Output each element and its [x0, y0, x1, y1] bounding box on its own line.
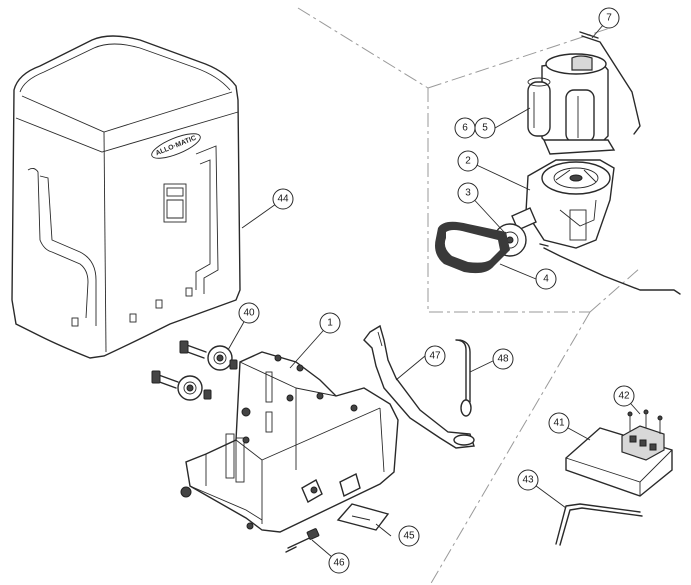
sprocket-assemblies [151, 340, 238, 401]
callout-label: 45 [403, 531, 415, 542]
callout-label: 43 [522, 475, 534, 486]
callout-43: 43 [517, 469, 539, 491]
section-divider-lines [297, 7, 641, 585]
control-board [565, 409, 673, 497]
plate-and-bolt [285, 503, 390, 553]
callout-1: 1 [319, 312, 341, 334]
cover-housing: ALLO·MATIC [11, 35, 241, 359]
callout-3: 3 [457, 182, 479, 204]
callout-4: 4 [535, 268, 557, 290]
callout-47: 47 [424, 345, 446, 367]
callout-5: 5 [474, 117, 496, 139]
callout-42: 42 [613, 385, 635, 407]
callout-label: 7 [606, 13, 612, 24]
callout-2: 2 [457, 150, 479, 172]
callout-label: 44 [277, 194, 289, 205]
callout-label: 42 [618, 391, 630, 402]
callout-label: 5 [482, 123, 488, 134]
callout-label: 40 [243, 308, 255, 319]
callout-label: 47 [429, 351, 441, 362]
callout-label: 3 [465, 188, 471, 199]
arm-bracket [363, 324, 475, 449]
callout-label: 46 [333, 558, 345, 569]
callout-label: 48 [497, 354, 509, 365]
callout-45: 45 [398, 525, 420, 547]
callout-label: 1 [327, 318, 333, 329]
callout-41: 41 [548, 412, 570, 434]
callout-46: 46 [328, 552, 350, 574]
bracket-rod [555, 503, 643, 546]
main-frame [180, 351, 399, 533]
release-rod [455, 339, 472, 417]
motor-assembly [435, 31, 681, 295]
callout-7: 7 [598, 7, 620, 29]
callout-40: 40 [238, 302, 260, 324]
callout-44: 44 [272, 188, 294, 210]
callout-label: 6 [462, 123, 468, 134]
callout-48: 48 [492, 348, 514, 370]
callout-label: 2 [465, 156, 471, 167]
callout-6: 6 [454, 117, 476, 139]
callout-label: 4 [543, 274, 549, 285]
callout-label: 41 [553, 418, 565, 429]
